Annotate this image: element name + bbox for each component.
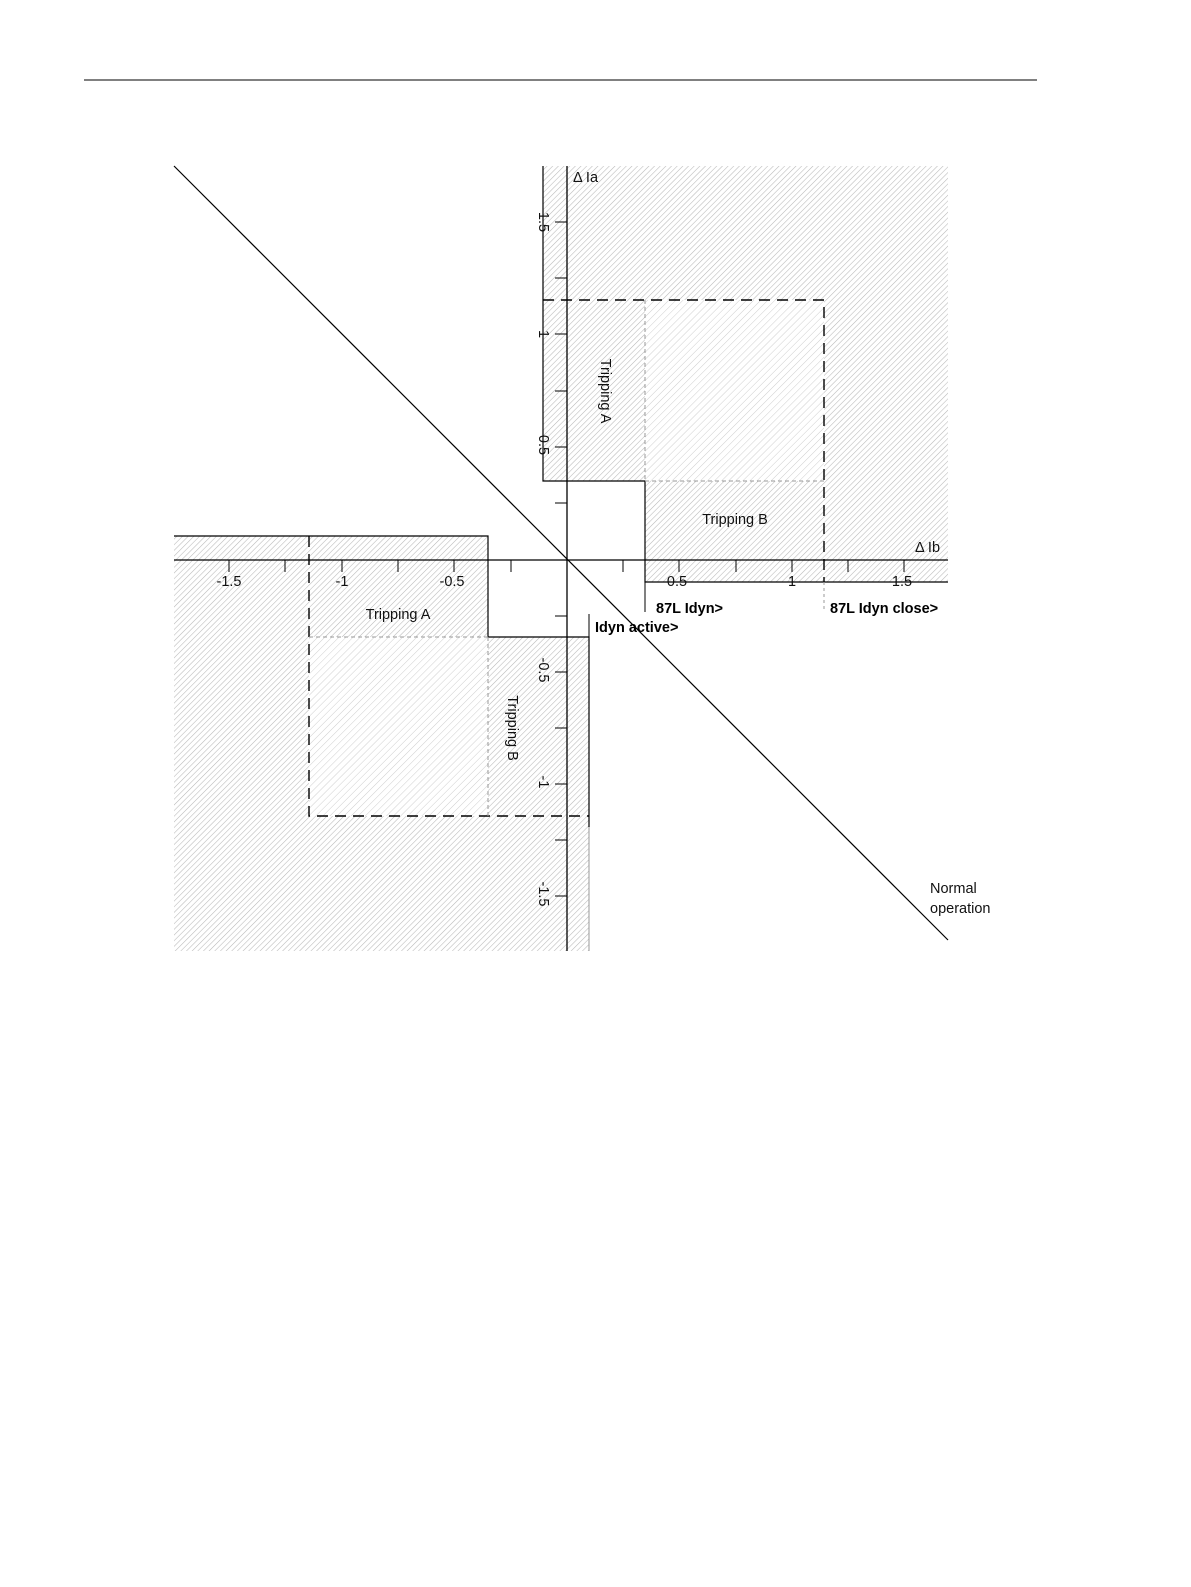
normal-operation-label-line2: operation [930, 901, 990, 917]
normal-operation-label-line1: Normal [930, 881, 977, 897]
y-tick-label: 1 [535, 330, 551, 338]
q3-inner-block [309, 637, 488, 816]
y-tick-label: -1 [535, 776, 551, 789]
x-tick-label: -1 [336, 574, 349, 590]
y-axis-label: Δ Ia [573, 170, 599, 186]
idyn-close-threshold-label: 87L Idyn close> [830, 601, 938, 617]
q3-tripping-a-label: Tripping A [366, 607, 431, 623]
q1-inner-block [645, 300, 824, 481]
q1-tripping-b-label: Tripping B [702, 512, 768, 528]
q3-tripping-b-label: Tripping B [504, 695, 520, 761]
q1-tripping-a-label: Tripping A [597, 359, 613, 424]
x-tick-label: -0.5 [440, 574, 465, 590]
y-tick-label: -0.5 [535, 658, 551, 683]
idyn-threshold-label: 87L Idyn> [656, 601, 723, 617]
x-tick-label: 0.5 [667, 574, 687, 590]
y-tick-label: 0.5 [535, 435, 551, 455]
x-tick-label: 1 [788, 574, 796, 590]
x-axis-label: Δ Ib [915, 540, 940, 556]
x-tick-label: 1.5 [892, 574, 912, 590]
q3-trip-region [174, 536, 589, 951]
y-tick-label: -1.5 [535, 882, 551, 907]
x-tick-label: -1.5 [217, 574, 242, 590]
y-tick-label: 1.5 [535, 212, 551, 232]
idyn-active-threshold-label: Idyn active> [595, 620, 678, 636]
